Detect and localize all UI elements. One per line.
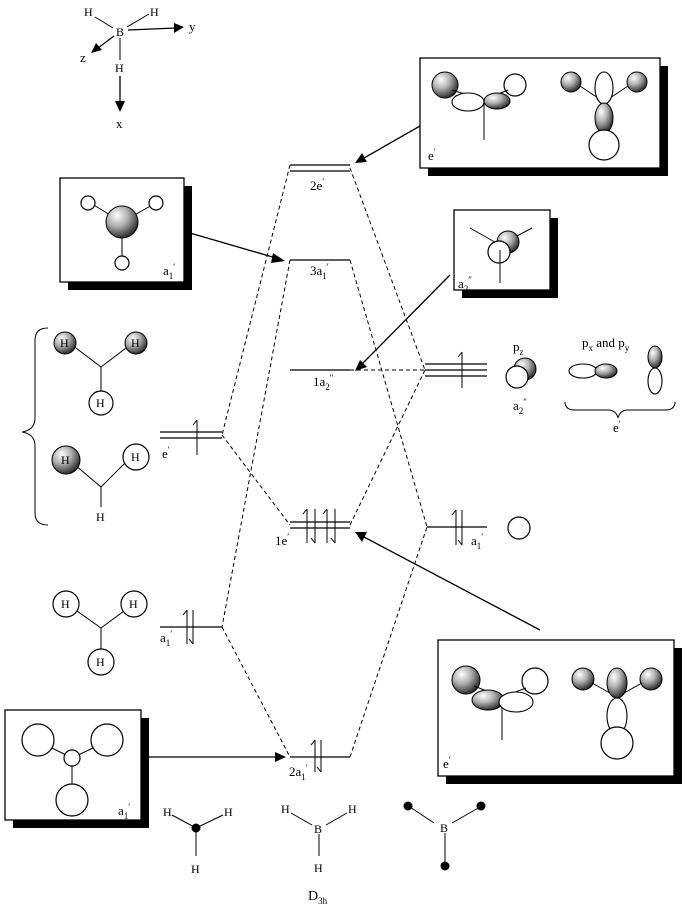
ligand-h: H [131, 450, 140, 464]
bottom-h: H [163, 805, 172, 819]
box-a1-left: a1′ [59, 177, 192, 290]
symmetry-label: D3h [308, 889, 328, 906]
level-label-2e: 2e′ [310, 177, 324, 193]
correlation-lines [221, 164, 428, 758]
axis-b-label: B [116, 25, 124, 39]
bottom-structures: H H H H H B H B D3h [163, 801, 486, 906]
boron-p-orbitals: pz a2″ px and py e′ [505, 335, 676, 435]
level-label-2a1: 2a1′ [289, 763, 308, 782]
boron-a1-label: a1′ [471, 532, 483, 551]
y-axis-label: y [189, 19, 196, 34]
ligand-a1-label: a1′ [160, 629, 172, 648]
ligand-h: H [96, 510, 105, 524]
bottom-h: H [224, 805, 233, 819]
ligand-h: H [60, 336, 69, 350]
boron-levels: a1′ [425, 351, 531, 551]
box-a2pp: a2″ [453, 209, 558, 298]
energy-levels: 2e′ 3a1′ 1a2″ 1e′ 2a1′ [275, 164, 350, 782]
ligand-fragments: H H H H H H H H H [21, 327, 150, 676]
pz-label: pz [513, 339, 524, 357]
box-e-top-label: e′ [428, 147, 436, 163]
ligand-h: H [61, 597, 70, 611]
ligand-h: H [129, 597, 138, 611]
pointer-arrows [145, 125, 541, 762]
e-label: e′ [613, 419, 621, 435]
x-axis-label: x [116, 116, 123, 131]
a2pp-label: a2″ [513, 397, 527, 416]
box-e-top: e′ [419, 57, 668, 176]
ligand-h: H [61, 453, 70, 467]
boron-2s-orbital [507, 516, 531, 540]
axis-h-label: H [150, 5, 159, 19]
coordinate-axes: H H B H y z x [80, 5, 196, 131]
box-e-bottom: e′ [437, 639, 682, 784]
bottom-b: B [440, 821, 448, 835]
ligand-h: H [96, 655, 105, 669]
bottom-h: H [281, 802, 290, 816]
bottom-b: B [314, 822, 322, 836]
bottom-h: H [314, 861, 323, 875]
level-label-1a2pp: 1a2″ [313, 373, 334, 392]
axis-h-label: H [115, 61, 124, 75]
box-a1-bottom: a1′ [4, 709, 149, 828]
ligand-e-label: e′ [162, 445, 170, 461]
z-axis-label: z [80, 50, 86, 65]
box-a1-bottom-label: a1′ [118, 802, 130, 821]
box-a1-left-label: a1′ [163, 262, 175, 281]
ligand-h: H [131, 336, 140, 350]
bottom-h: H [348, 802, 357, 816]
axis-h-label: H [84, 5, 93, 19]
box-e-bottom-label: e′ [443, 755, 451, 771]
ligand-levels: e′ a1′ [160, 419, 222, 648]
level-label-3a1: 3a1′ [310, 262, 329, 281]
level-label-1e: 1e′ [275, 532, 289, 548]
pxpy-label: px and py [582, 335, 630, 353]
box-a2pp-label: a2″ [458, 275, 472, 294]
ligand-h: H [96, 396, 105, 410]
bottom-h: H [191, 862, 200, 876]
